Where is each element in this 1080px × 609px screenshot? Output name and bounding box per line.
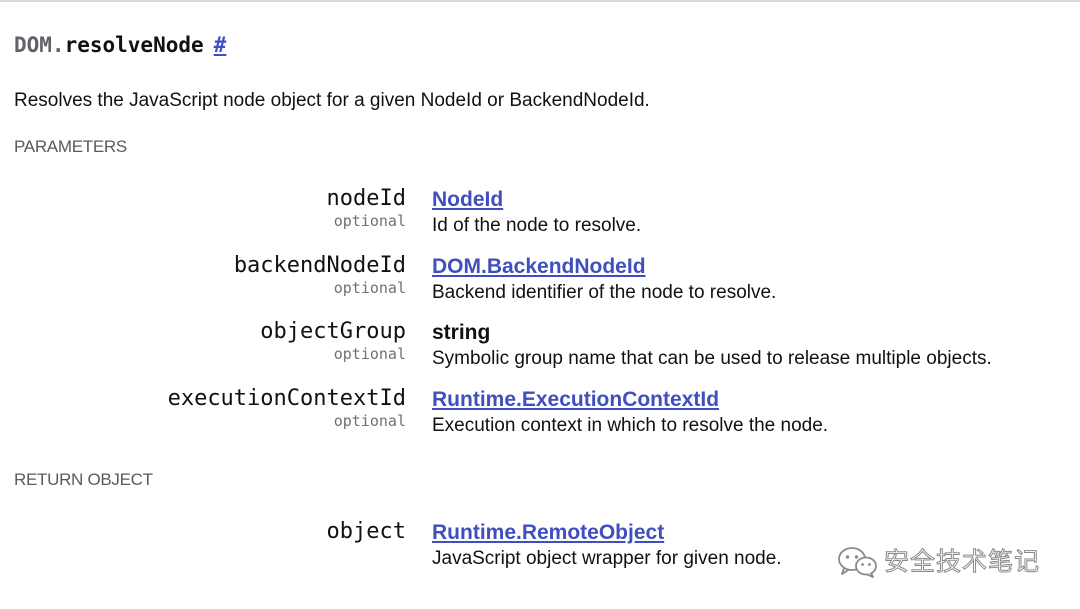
- param-optional-label: optional: [333, 279, 406, 297]
- method-domain: DOM.: [14, 33, 65, 57]
- return-name: object: [326, 519, 406, 544]
- param-type: string: [432, 321, 491, 344]
- parameters-heading: PARAMETERS: [14, 137, 127, 156]
- param-description: Symbolic group name that can be used to …: [432, 348, 992, 369]
- param-type-link[interactable]: Runtime.ExecutionContextId: [432, 388, 720, 411]
- param-optional-label: optional: [333, 412, 406, 430]
- param-optional-label: optional: [333, 345, 406, 363]
- param-name: objectGroup: [260, 319, 406, 344]
- parameter-row-executioncontextid: executionContextId optional Runtime.Exec…: [0, 385, 1080, 445]
- wechat-icon: [838, 547, 877, 578]
- return-description: JavaScript object wrapper for given node…: [432, 548, 782, 569]
- return-object-heading: RETURN OBJECT: [14, 470, 153, 489]
- return-object-row: object Runtime.RemoteObject JavaScript o…: [0, 518, 1080, 578]
- param-type-link[interactable]: DOM.BackendNodeId: [432, 255, 646, 278]
- return-type-link[interactable]: Runtime.RemoteObject: [432, 521, 665, 544]
- watermark-text: 安全技术笔记: [883, 547, 1041, 577]
- param-name: backendNodeId: [233, 253, 406, 278]
- method-title: DOM.resolveNode #: [14, 30, 226, 60]
- param-type-link[interactable]: NodeId: [432, 188, 504, 211]
- top-divider: [0, 0, 1080, 2]
- param-name: nodeId: [326, 186, 406, 211]
- param-description: Id of the node to resolve.: [432, 215, 642, 236]
- param-description: Backend identifier of the node to resolv…: [432, 282, 777, 303]
- method-description: Resolves the JavaScript node object for …: [14, 90, 650, 111]
- parameter-row-objectgroup: objectGroup optional string Symbolic gro…: [0, 318, 1080, 378]
- parameter-row-nodeid: nodeId optional NodeId Id of the node to…: [0, 185, 1080, 245]
- method-name: resolveNode: [64, 33, 204, 57]
- parameter-row-backendnodeid: backendNodeId optional DOM.BackendNodeId…: [0, 252, 1080, 312]
- param-description: Execution context in which to resolve th…: [432, 415, 829, 436]
- permalink-anchor[interactable]: #: [213, 33, 227, 57]
- param-name: executionContextId: [167, 386, 406, 411]
- watermark: 安全技术笔记: [836, 544, 1040, 580]
- param-optional-label: optional: [333, 212, 406, 230]
